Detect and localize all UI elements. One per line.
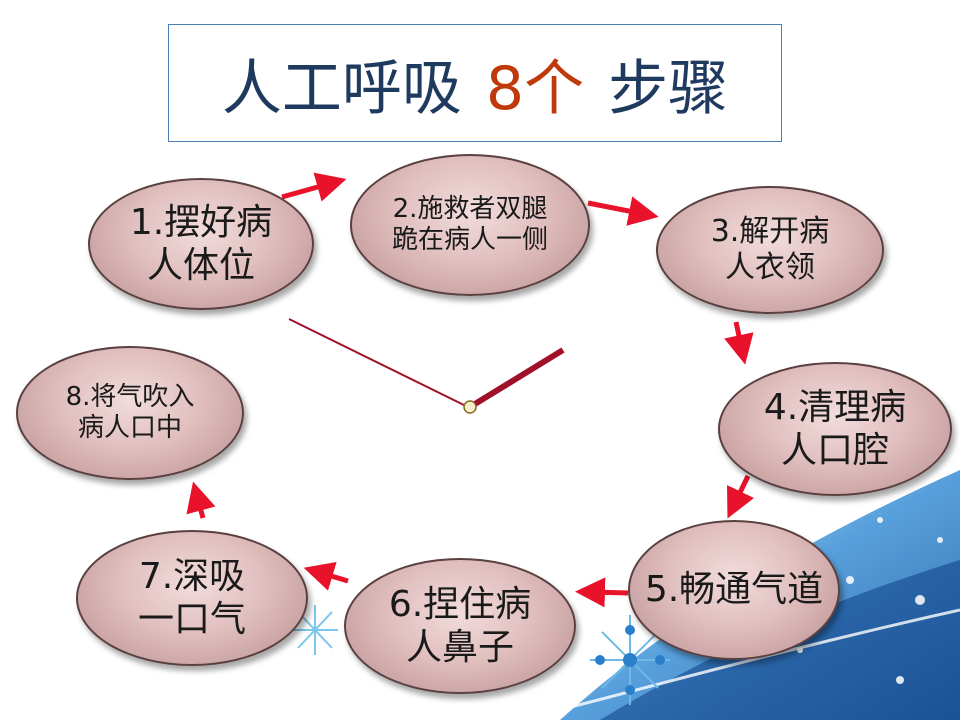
step-4-node: 4.清理病人口腔: [718, 362, 952, 496]
page-title: 人工呼吸 8个 步骤: [168, 24, 782, 142]
arrow-6-to-7: [303, 561, 349, 591]
clock-center: [463, 400, 477, 414]
arrow-2-to-3: [587, 196, 659, 226]
step-8-node: 8.将气吹入病人口中: [16, 346, 244, 480]
arrow-1-to-2: [281, 172, 347, 202]
wave-highlight: [519, 608, 960, 720]
step-4-line-2: 人口腔: [780, 430, 889, 471]
title-suffix: 步骤: [608, 53, 729, 124]
clock-hour-hand: [468, 347, 565, 410]
step-7-line-2: 一口气: [137, 599, 246, 640]
arrow-5-to-6: [575, 577, 629, 608]
step-1-node: 1.摆好病人体位: [88, 178, 314, 310]
step-1-line-2: 人体位: [146, 245, 255, 286]
step-5-line-1: 5.畅通气道: [644, 569, 824, 611]
arrow-7-to-8: [186, 481, 216, 519]
arrow-3-to-4: [724, 321, 754, 365]
snowflake-dots: [595, 625, 665, 695]
arrow-4-to-5: [727, 474, 755, 519]
step-2-line-2: 跪在病人一侧: [391, 225, 548, 255]
step-5-node: 5.畅通气道: [628, 520, 840, 660]
small-snowflake-icon: [292, 605, 338, 655]
step-2-line-1: 2.施救者双腿: [392, 193, 548, 224]
step-6-line-2: 人鼻子: [405, 627, 514, 668]
title-number: 8个: [485, 53, 585, 124]
step-6-line-1: 6.捏住病: [388, 583, 532, 625]
step-2-node: 2.施救者双腿跪在病人一侧: [350, 154, 590, 296]
step-3-node: 3.解开病人衣领: [656, 186, 884, 314]
step-7-node: 7.深吸一口气: [76, 530, 308, 666]
sparkle-dots: [797, 517, 943, 684]
step-8-line-2: 病人口中: [77, 413, 182, 443]
title-prefix: 人工呼吸: [221, 53, 462, 124]
step-4-line-1: 4.清理病: [763, 386, 907, 428]
clock-minute-hand: [288, 318, 469, 408]
step-7-line-1: 7.深吸: [138, 555, 246, 597]
step-3-line-1: 3.解开病: [710, 214, 830, 249]
step-6-node: 6.捏住病人鼻子: [344, 558, 576, 694]
step-8-line-1: 8.将气吹入: [65, 381, 195, 412]
step-1-line-1: 1.摆好病: [129, 201, 273, 243]
step-3-line-2: 人衣领: [725, 250, 815, 285]
